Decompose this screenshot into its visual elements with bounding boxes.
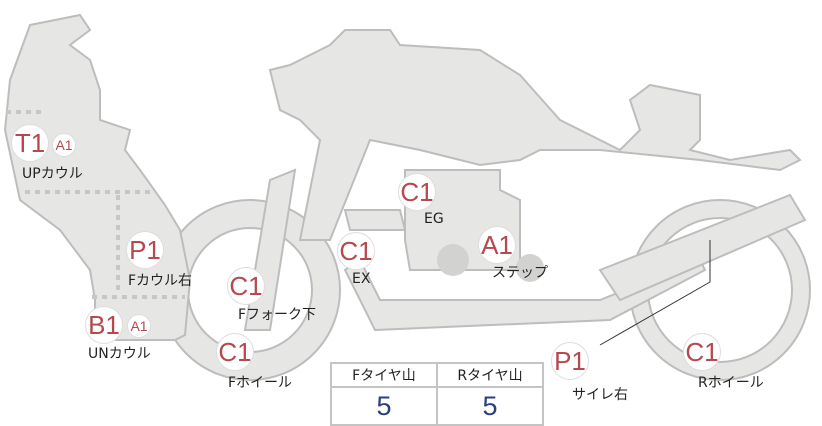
- damage-code-badge: C1: [337, 232, 375, 270]
- frame-tank-shape: [268, 29, 802, 241]
- damage-code-badge: T1: [11, 124, 49, 162]
- damage-code-badge: C1: [227, 267, 265, 305]
- damage-code-badge: C1: [216, 333, 254, 371]
- part-label-f-fork-lower: Fフォーク下: [238, 307, 317, 323]
- damage-code-badge: A1: [127, 314, 151, 338]
- damage-code-badge: P1: [551, 342, 589, 380]
- part-label-silencer-right: サイレ右: [572, 387, 628, 403]
- front-tire-header: Fタイヤ山: [330, 362, 438, 388]
- rear-tire-value: 5: [436, 386, 544, 426]
- part-label-r-wheel: Rホイール: [698, 375, 764, 391]
- damage-code-badge: C1: [683, 333, 721, 371]
- damage-code-badge: B1: [85, 306, 123, 344]
- part-label-eg: EG: [424, 211, 444, 227]
- part-label-f-wheel: Fホイール: [228, 375, 293, 391]
- part-label-ex: EX: [352, 271, 371, 287]
- damage-code-badge: A1: [478, 226, 516, 264]
- tire-tread-table: Fタイヤ山 Rタイヤ山 5 5: [330, 362, 544, 426]
- muffler-shape: [598, 193, 807, 302]
- damage-code-badge: P1: [126, 231, 164, 269]
- part-label-step: ステップ: [492, 265, 548, 281]
- part-label-f-cowl-right: Fカウル右: [128, 273, 193, 289]
- exhaust-pipe-shape: [343, 258, 707, 332]
- rear-tire-header: Rタイヤ山: [436, 362, 544, 388]
- damage-code-badge: C1: [398, 173, 436, 211]
- part-label-up-cowl: UPカウル: [22, 166, 83, 182]
- part-label-un-cowl: UNカウル: [88, 346, 151, 362]
- front-tire-value: 5: [330, 386, 438, 426]
- damage-code-badge: A1: [52, 133, 76, 157]
